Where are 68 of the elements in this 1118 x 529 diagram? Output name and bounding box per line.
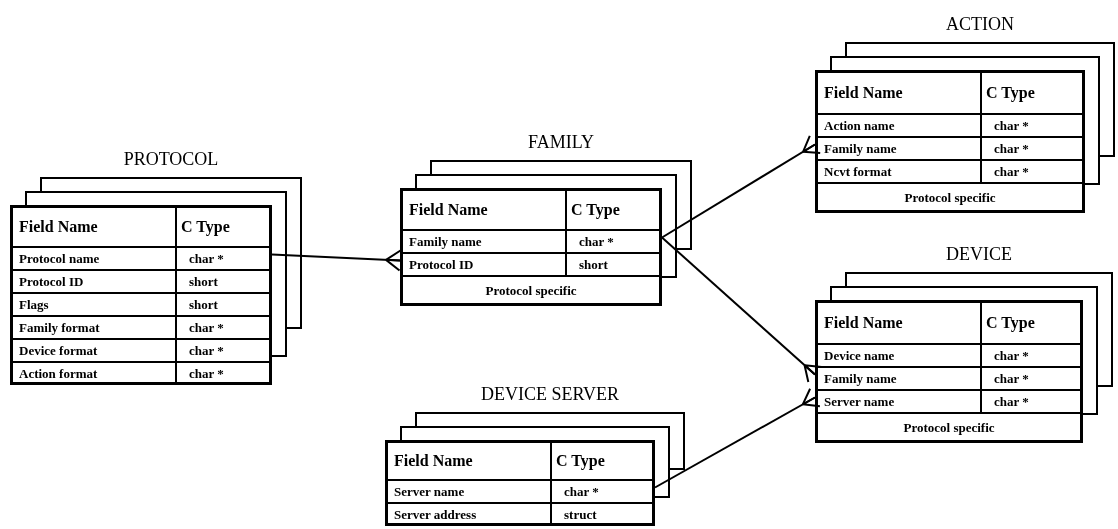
c-type: short bbox=[579, 255, 608, 274]
column-header: C Type bbox=[986, 313, 1035, 334]
column-header: Field Name bbox=[824, 83, 903, 103]
table-row bbox=[818, 159, 1082, 182]
c-type: char * bbox=[189, 364, 224, 383]
c-type: char * bbox=[579, 232, 614, 251]
c-type: char * bbox=[564, 482, 599, 501]
relationship-line bbox=[661, 134, 822, 239]
table-title: ACTION bbox=[945, 13, 1015, 36]
column-header: C Type bbox=[556, 451, 605, 472]
c-type: struct bbox=[564, 505, 597, 524]
field-name: Server name bbox=[824, 392, 895, 411]
field-name: Family name bbox=[409, 232, 482, 251]
field-name: Device name bbox=[824, 346, 895, 365]
field-name: Family name bbox=[824, 369, 897, 388]
c-type: char * bbox=[189, 318, 224, 337]
column-header: Field Name bbox=[409, 200, 488, 220]
table-row bbox=[818, 113, 1082, 136]
relationship-line bbox=[271, 249, 402, 272]
table-row bbox=[818, 343, 1080, 366]
column-header: C Type bbox=[986, 83, 1035, 104]
column-header: Field Name bbox=[19, 217, 98, 237]
table-row bbox=[403, 252, 659, 275]
c-type: char * bbox=[189, 249, 224, 268]
table-row bbox=[403, 229, 659, 252]
relationship-line bbox=[661, 236, 823, 383]
field-name: Device format bbox=[19, 341, 98, 360]
c-type: char * bbox=[994, 392, 1029, 411]
c-type: char * bbox=[994, 162, 1029, 181]
table-title: DEVICE bbox=[945, 243, 1013, 266]
column-header: Field Name bbox=[824, 313, 903, 333]
c-type: char * bbox=[994, 139, 1029, 158]
field-name: Flags bbox=[19, 295, 49, 314]
row-text: Protocol specific bbox=[904, 189, 996, 208]
table-title: FAMILY bbox=[527, 131, 595, 154]
table-row bbox=[818, 136, 1082, 159]
field-name: Server name bbox=[394, 482, 465, 501]
column-header: Field Name bbox=[394, 451, 473, 471]
field-name: Protocol name bbox=[19, 249, 100, 268]
table-row bbox=[13, 269, 269, 292]
table-row bbox=[13, 361, 269, 384]
row-text: Protocol specific bbox=[485, 282, 577, 301]
table-row bbox=[13, 315, 269, 338]
field-name: Protocol ID bbox=[409, 255, 474, 274]
table-row bbox=[13, 338, 269, 361]
field-name: Action format bbox=[19, 364, 98, 383]
table-title: DEVICE SERVER bbox=[479, 383, 621, 406]
field-name: Family name bbox=[824, 139, 897, 158]
c-type: short bbox=[189, 295, 218, 314]
field-name: Server address bbox=[394, 505, 477, 524]
table-row bbox=[388, 502, 652, 525]
c-type: char * bbox=[994, 116, 1029, 135]
field-name: Family format bbox=[19, 318, 100, 337]
table-row bbox=[818, 389, 1080, 412]
column-header: C Type bbox=[181, 217, 230, 238]
table-row bbox=[13, 292, 269, 315]
table-title: PROTOCOL bbox=[122, 148, 220, 171]
c-type: short bbox=[189, 272, 218, 291]
c-type: char * bbox=[994, 369, 1029, 388]
column-header: C Type bbox=[571, 200, 620, 221]
field-name: Protocol ID bbox=[19, 272, 84, 291]
table-row bbox=[388, 479, 652, 502]
table-row bbox=[13, 246, 269, 269]
row-text: Protocol specific bbox=[903, 419, 995, 438]
c-type: char * bbox=[189, 341, 224, 360]
field-name: Action name bbox=[824, 116, 895, 135]
field-name: Ncvt format bbox=[824, 162, 892, 181]
c-type: char * bbox=[994, 346, 1029, 365]
